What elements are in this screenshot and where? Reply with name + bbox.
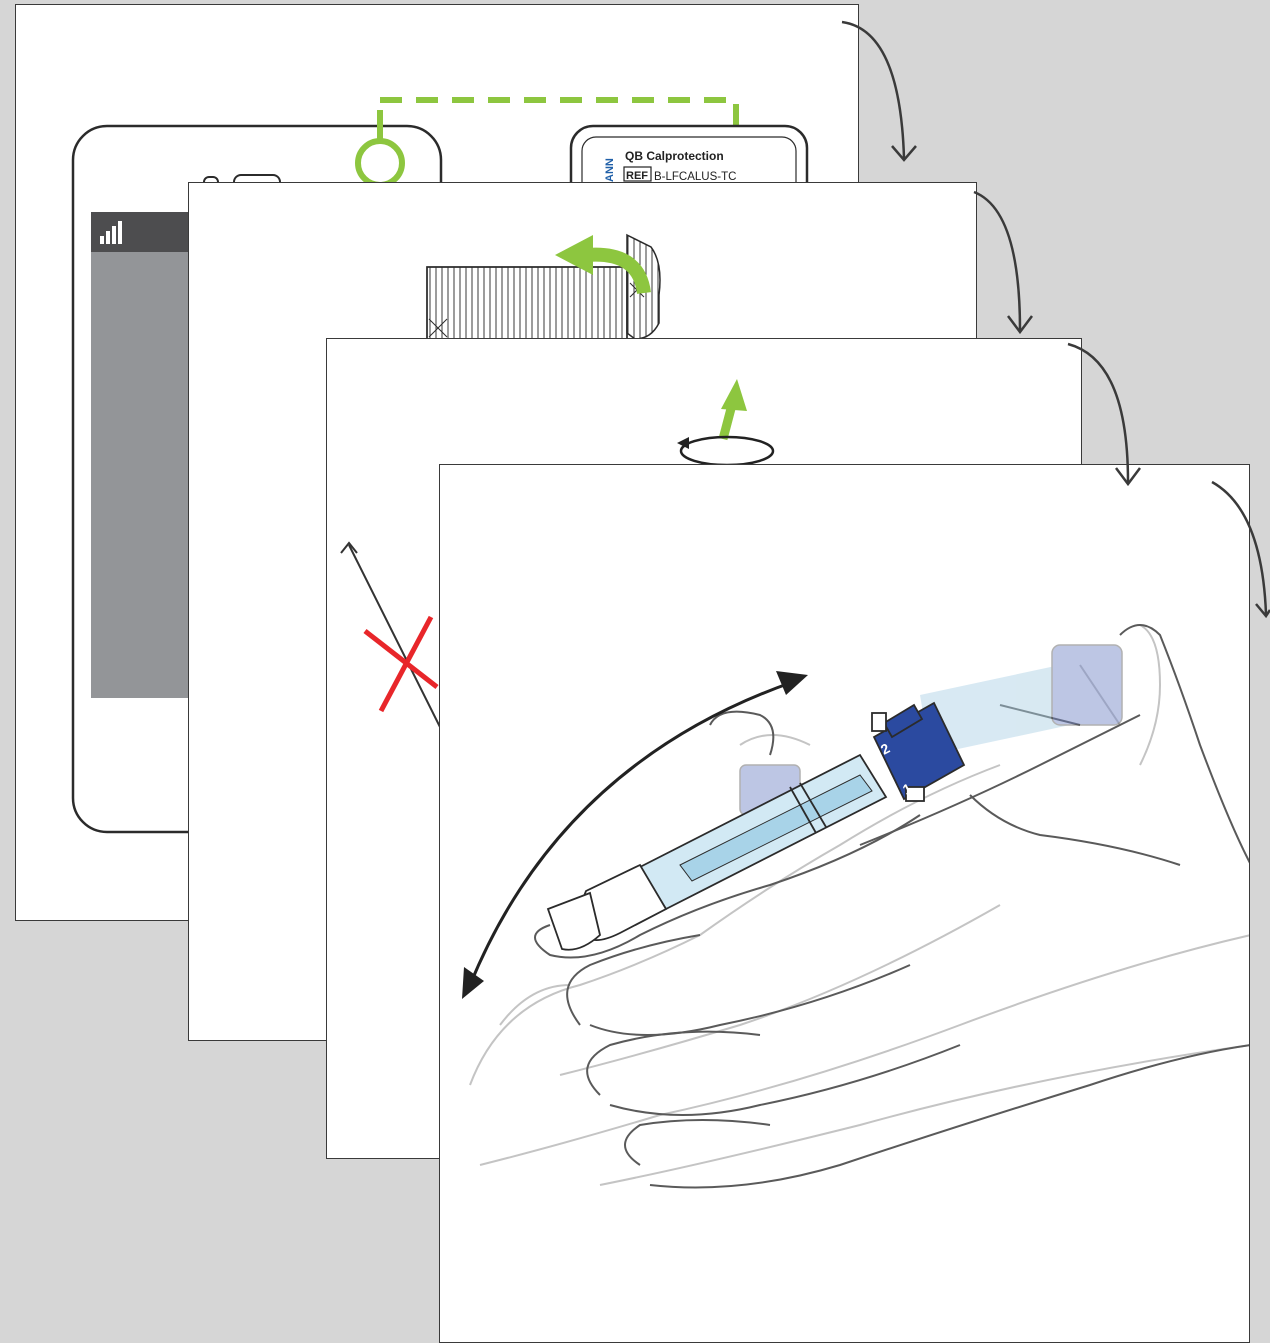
step-arrow-icon [974,192,1020,330]
foil-strip [427,267,627,347]
rotate-arrow-icon [681,437,773,465]
step-4-illustration: 2 1 [440,465,1250,1343]
brand-fragment: ANN [604,158,616,182]
ref-label: REF [626,170,648,182]
step-card-4: 2 1 [439,464,1250,1343]
cross-mark-icon [365,617,437,711]
kit-title: QB Calprotection [625,149,724,163]
tilt-line [349,545,453,753]
